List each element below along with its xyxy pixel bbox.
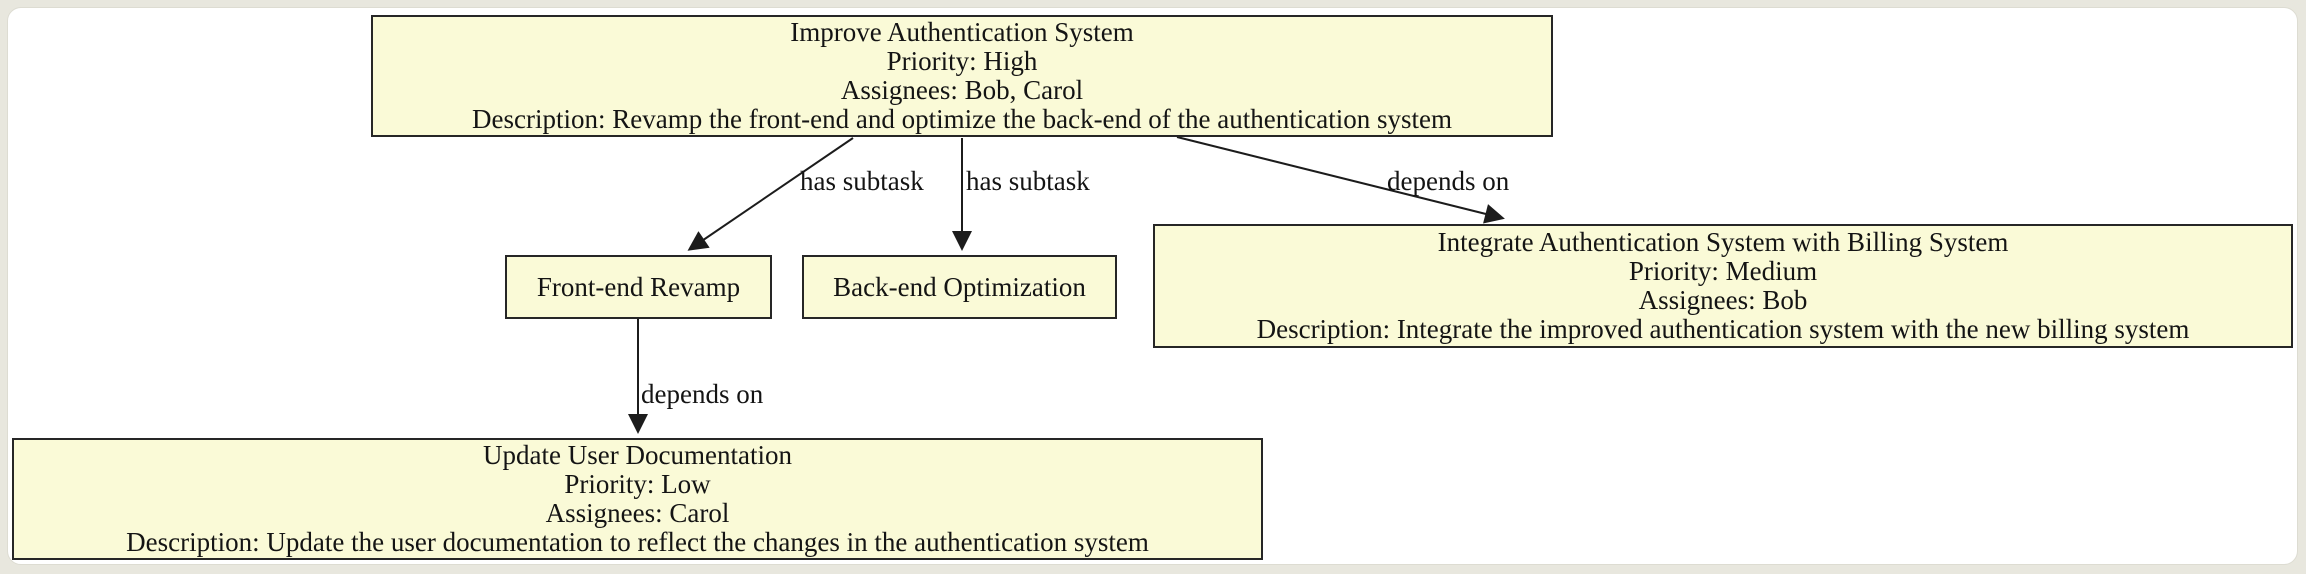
node-title: Improve Authentication System [790, 17, 1134, 47]
edge-label-depends-on-1: depends on [1387, 166, 1510, 196]
node-priority: Priority: Medium [1628, 256, 1818, 286]
node-update-user-documentation: Update User Documentation Priority: Low … [12, 438, 1263, 560]
node-integrate-authentication-with-billing: Integrate Authentication System with Bil… [1153, 224, 2293, 348]
node-priority: Priority: Low [564, 469, 711, 499]
node-title: Back-end Optimization [833, 271, 1086, 302]
node-description: Description: Revamp the front-end and op… [472, 104, 1452, 134]
edge-label-depends-on-2: depends on [641, 379, 764, 409]
node-title: Update User Documentation [483, 440, 792, 470]
node-front-end-revamp: Front-end Revamp [505, 255, 772, 319]
node-title: Integrate Authentication System with Bil… [1437, 227, 2009, 257]
node-assignees: Assignees: Bob [1638, 285, 1808, 315]
edge-label-has-subtask-1: has subtask [800, 166, 924, 196]
node-priority: Priority: High [886, 46, 1038, 76]
node-back-end-optimization: Back-end Optimization [802, 255, 1117, 319]
node-improve-authentication-system: Improve Authentication System Priority: … [371, 15, 1553, 137]
node-title: Front-end Revamp [536, 271, 741, 302]
node-assignees: Assignees: Bob, Carol [840, 75, 1084, 105]
node-description: Description: Integrate the improved auth… [1256, 314, 2190, 344]
node-assignees: Assignees: Carol [545, 498, 730, 528]
edge-label-has-subtask-2: has subtask [966, 166, 1090, 196]
node-description: Description: Update the user documentati… [126, 527, 1149, 557]
